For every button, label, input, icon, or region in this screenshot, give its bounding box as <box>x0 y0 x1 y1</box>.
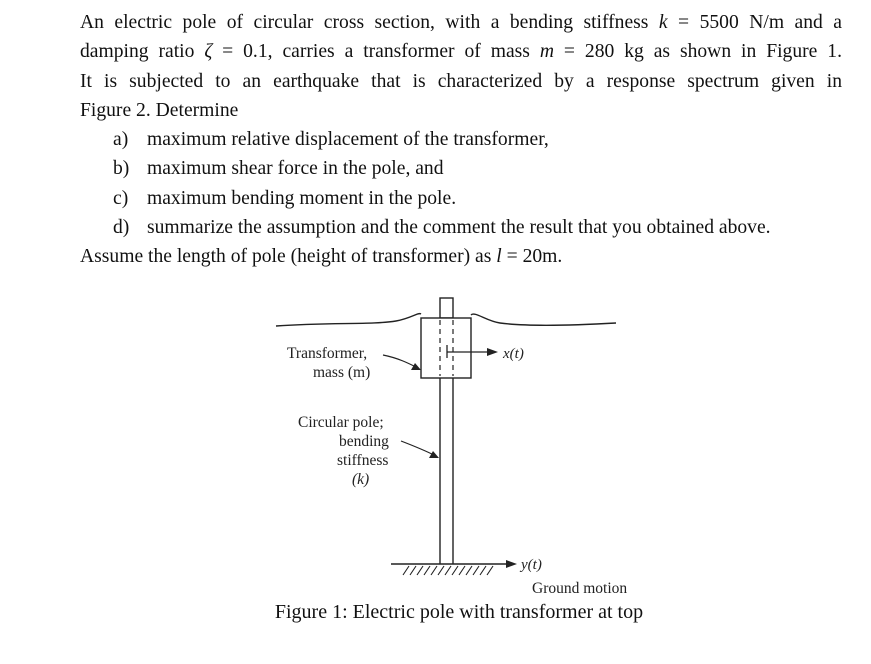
problem-line-2: damping ratio ζ = 0.1, carries a transfo… <box>80 41 842 63</box>
label-transformer-line1: Transformer, <box>287 345 367 362</box>
label-pole-line1: Circular pole; <box>298 414 384 431</box>
pole-top <box>439 297 454 319</box>
transformer-leader-arrowhead <box>411 363 421 370</box>
cable-right <box>470 313 617 326</box>
symbol-zeta: ζ <box>204 41 213 63</box>
transformer-leader-line <box>382 354 419 369</box>
symbol-m: m <box>539 41 555 63</box>
pole-leader-line <box>400 440 437 457</box>
label-transformer-line2: mass (m) <box>313 364 370 381</box>
label-pole-line3: stiffness <box>337 452 388 469</box>
xt-arrowhead <box>487 348 498 356</box>
problem-line-1: An electric pole of circular cross secti… <box>80 12 842 33</box>
label-ground-motion: Ground motion <box>532 580 627 597</box>
label-pole-line2: bending <box>339 433 389 450</box>
symbol-k: k <box>658 12 668 33</box>
problem-last-line: Assume the length of pole (height of tra… <box>80 246 563 268</box>
pole-leader-arrowhead <box>429 451 439 458</box>
ground-hatching <box>402 565 494 576</box>
question-item-b: b)maximum shear force in the pole, and <box>113 158 444 180</box>
figure-caption: Figure 1: Electric pole with transformer… <box>274 601 644 623</box>
question-item-c: c)maximum bending moment in the pole. <box>113 187 457 209</box>
question-item-a: a)maximum relative displacement of the t… <box>113 129 549 151</box>
label-yt: y(t) <box>519 557 542 573</box>
question-item-d: d)summarize the assumption and the comme… <box>113 217 771 239</box>
problem-statement: An electric pole of circular cross secti… <box>80 8 842 272</box>
symbol-l: l <box>496 246 502 268</box>
problem-line-4: Figure 2. Determine <box>80 99 239 121</box>
cable-left <box>275 312 422 327</box>
label-pole-line4: (k) <box>352 471 369 488</box>
transformer-box <box>420 317 472 379</box>
problem-line-3: It is subjected to an earthquake that is… <box>80 70 842 92</box>
yt-arrowhead <box>506 560 517 568</box>
label-xt: x(t) <box>502 346 524 362</box>
